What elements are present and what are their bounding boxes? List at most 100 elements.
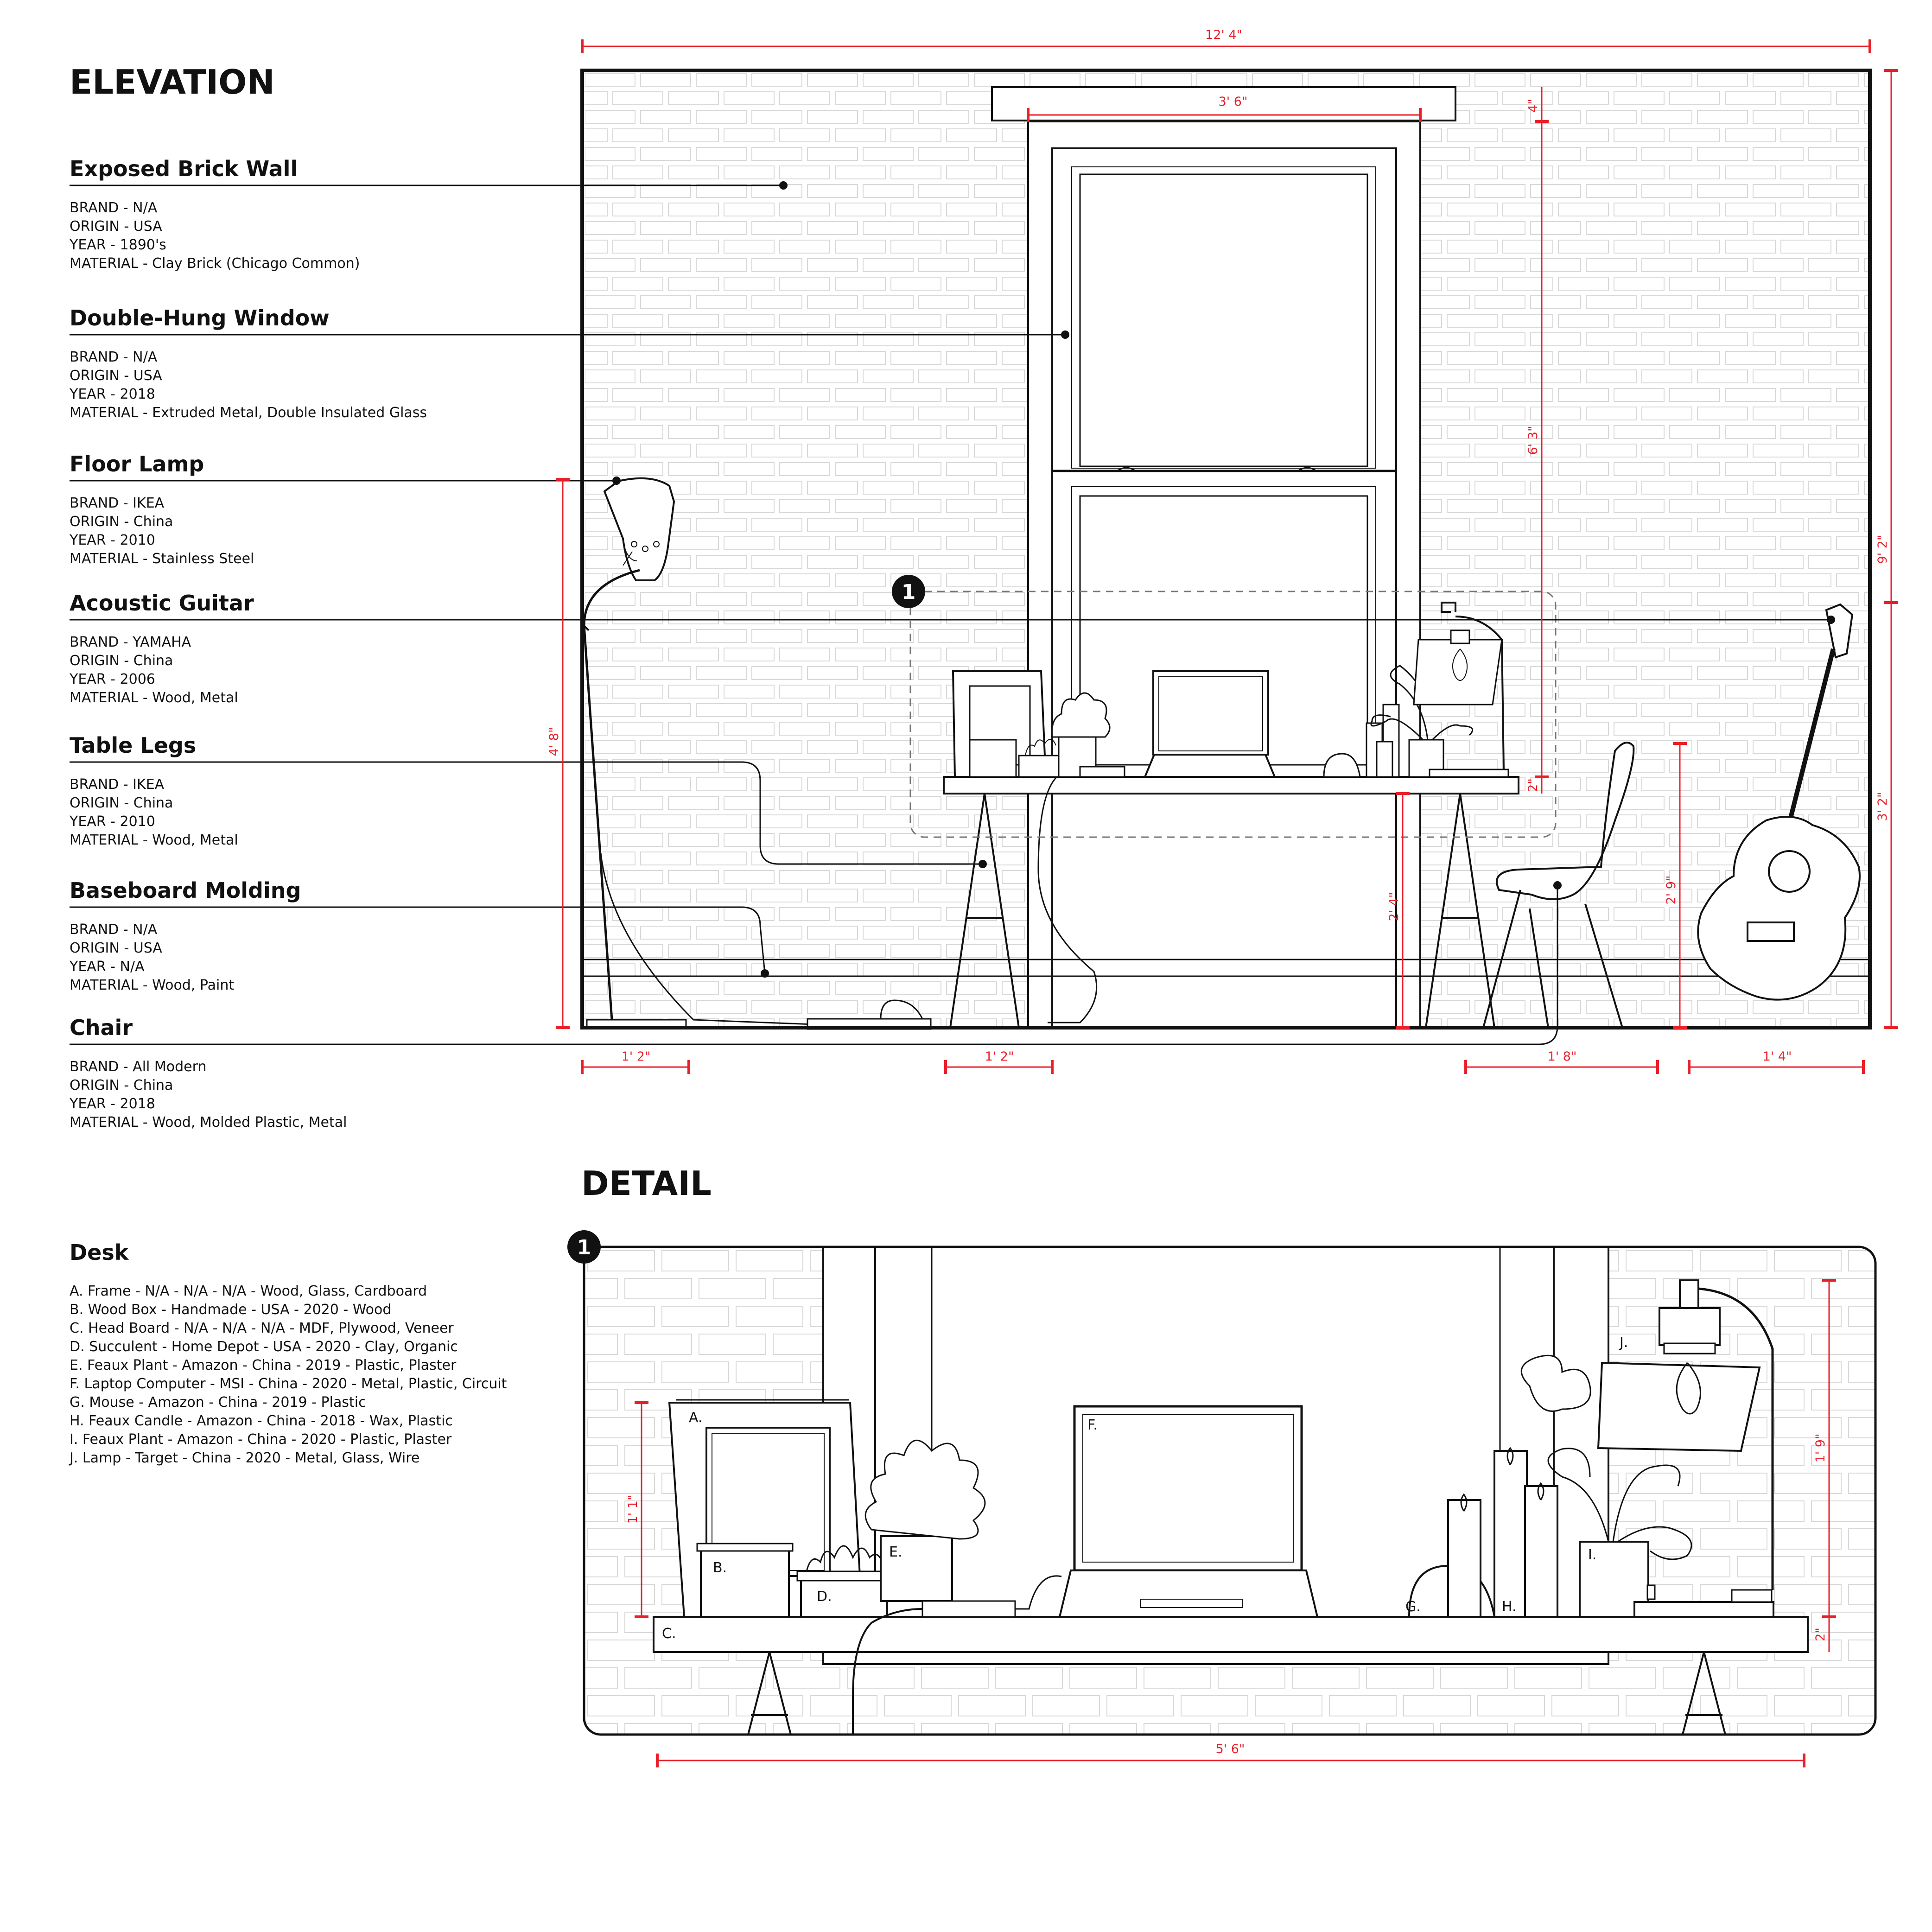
detail-drawing: 1 A. B. C. D. E. F. G. H. I. J. <box>567 1230 1877 1736</box>
dim-guitar-width: 1' 4" <box>1763 1049 1792 1064</box>
callout-number: 1 <box>902 580 916 604</box>
spec-line: ORIGIN - China <box>70 653 173 669</box>
dim-desk-top: 2" <box>1526 778 1540 792</box>
spec-table-legs: Table Legs BRAND - IKEA ORIGIN - China Y… <box>69 733 238 848</box>
candle-h1 <box>1447 1499 1481 1618</box>
candle-h3 <box>1524 1485 1558 1618</box>
chair <box>1482 742 1635 1028</box>
dim-overall-width: 12' 4" <box>1205 28 1242 42</box>
callout-badge <box>892 575 925 608</box>
spec-line: MATERIAL - Stainless Steel <box>70 551 254 567</box>
detail-badge <box>567 1230 601 1264</box>
spec-window: Double-Hung Window BRAND - N/A ORIGIN - … <box>69 305 427 421</box>
spec-chair: Chair BRAND - All Modern ORIGIN - China … <box>69 1015 347 1131</box>
spec-baseboard: Baseboard Molding BRAND - N/A ORIGIN - U… <box>69 878 301 993</box>
spec-title: Exposed Brick Wall <box>70 156 298 181</box>
dim-desk-width: 5' 6" <box>1216 1742 1245 1756</box>
spec-line: BRAND - IKEA <box>70 495 165 511</box>
desk <box>807 602 1519 1030</box>
spec-line: ORIGIN - USA <box>70 368 162 384</box>
spec-line: YEAR - 2010 <box>69 813 155 830</box>
spec-line: ORIGIN - China <box>70 1077 173 1093</box>
spec-line: ORIGIN - China <box>70 514 173 530</box>
spec-line: YEAR - 2018 <box>69 386 155 402</box>
desk-item: F. Laptop Computer - MSI - China - 2020 … <box>70 1376 507 1392</box>
spec-line: BRAND - YAMAHA <box>70 634 191 650</box>
lamp-j <box>1597 1279 1774 1618</box>
dim-chair-width: 1' 8" <box>1548 1049 1577 1064</box>
dim-wall-height: 9' 2" <box>1875 535 1890 564</box>
candle-h2 <box>1493 1450 1528 1618</box>
spec-line: MATERIAL - Clay Brick (Chicago Common) <box>70 255 360 272</box>
spec-line: YEAR - 2010 <box>69 532 155 548</box>
desk-title: Desk <box>70 1240 129 1265</box>
elevation-dimensions: 12' 4" 3' 6" 4" 6' 3" 9' 2" 3' 2" 4' 8" … <box>547 28 1898 1074</box>
spec-line: BRAND - IKEA <box>70 776 165 793</box>
spec-line: MATERIAL - Wood, Metal <box>70 690 238 706</box>
dim-window-height: 6' 3" <box>1526 426 1540 455</box>
spec-line: BRAND - N/A <box>70 200 158 216</box>
spec-title: Floor Lamp <box>70 451 204 477</box>
dim-lamp-height: 4' 8" <box>547 727 561 756</box>
spec-line: ORIGIN - USA <box>70 218 162 235</box>
spec-line: MATERIAL - Wood, Molded Plastic, Metal <box>70 1114 347 1131</box>
label-g: G. <box>1405 1599 1421 1615</box>
elevation-drawing: 1 <box>580 69 1872 1030</box>
desk-item: J. Lamp - Target - China - 2020 - Metal,… <box>69 1450 419 1466</box>
spec-title: Double-Hung Window <box>70 305 330 330</box>
leader-lines <box>70 181 1835 1045</box>
label-b: B. <box>713 1560 727 1576</box>
label-a: A. <box>689 1410 703 1426</box>
acoustic-guitar <box>1697 603 1861 1001</box>
desk-item: G. Mouse - Amazon - China - 2019 - Plast… <box>70 1394 366 1411</box>
detail-desk-top <box>653 1616 1809 1653</box>
wood-box-b <box>700 1547 790 1618</box>
spec-guitar: Acoustic Guitar BRAND - YAMAHA ORIGIN - … <box>69 591 254 706</box>
dim-leg-width: 1' 2" <box>985 1049 1014 1064</box>
desk-item: C. Head Board - N/A - N/A - N/A - MDF, P… <box>70 1320 454 1336</box>
desk-legend: Desk A. Frame - N/A - N/A - N/A - Wood, … <box>69 1240 507 1466</box>
spec-line: MATERIAL - Wood, Metal <box>70 832 238 848</box>
desk-item: D. Succulent - Home Depot - USA - 2020 -… <box>70 1339 458 1355</box>
desk-item: E. Feaux Plant - Amazon - China - 2019 -… <box>70 1357 457 1373</box>
spec-line: MATERIAL - Extruded Metal, Double Insula… <box>70 405 427 421</box>
spec-line: BRAND - N/A <box>70 349 158 365</box>
spec-title: Acoustic Guitar <box>70 591 254 616</box>
dim-top-thickness: 2" <box>1813 1627 1828 1641</box>
dim-window-width: 3' 6" <box>1219 95 1248 109</box>
label-i: I. <box>1588 1547 1596 1563</box>
spec-line: YEAR - 2006 <box>69 671 155 687</box>
succulent-d <box>800 1574 888 1618</box>
detail-frame <box>583 1246 1877 1736</box>
detail-callout-region <box>909 591 1557 838</box>
double-hung-window <box>1027 121 1421 1029</box>
dim-lamp-height-detail: 1' 9" <box>1813 1434 1828 1463</box>
spec-brick: Exposed Brick Wall BRAND - N/A ORIGIN - … <box>69 156 360 272</box>
wall-outline <box>580 69 1872 1030</box>
dim-frame-height: 1' 1" <box>626 1495 640 1524</box>
detail-badge-number: 1 <box>577 1236 591 1259</box>
dim-desk-height: 2' 4" <box>1387 892 1401 922</box>
spec-line: YEAR - N/A <box>69 959 145 975</box>
elevation-heading: ELEVATION <box>70 63 275 102</box>
spec-line: MATERIAL - Wood, Paint <box>70 977 234 993</box>
spec-line: YEAR - 1890's <box>69 237 166 253</box>
laptop-f <box>1073 1405 1303 1572</box>
feaux-plant-e <box>880 1535 953 1602</box>
label-e: E. <box>889 1544 902 1560</box>
label-f: F. <box>1087 1417 1098 1433</box>
spec-line: YEAR - 2018 <box>69 1096 155 1112</box>
spec-title: Table Legs <box>70 733 196 758</box>
desk-item: A. Frame - N/A - N/A - N/A - Wood, Glass… <box>70 1283 427 1299</box>
dim-guitar-height: 3' 2" <box>1875 792 1890 821</box>
spec-line: BRAND - N/A <box>70 922 158 938</box>
desk-item: I. Feaux Plant - Amazon - China - 2020 -… <box>70 1431 452 1448</box>
desk-item: H. Feaux Candle - Amazon - China - 2018 … <box>70 1413 453 1429</box>
spec-line: ORIGIN - USA <box>70 940 162 956</box>
spec-floor-lamp: Floor Lamp BRAND - IKEA ORIGIN - China Y… <box>69 451 254 567</box>
spec-line: ORIGIN - China <box>70 795 173 811</box>
dim-chair-height: 2' 9" <box>1664 876 1678 905</box>
spec-line: BRAND - All Modern <box>70 1059 206 1075</box>
spec-title: Chair <box>70 1015 133 1040</box>
detail-dimensions: 1' 1" 1' 9" 2" 5' 6" <box>626 1279 1836 1767</box>
